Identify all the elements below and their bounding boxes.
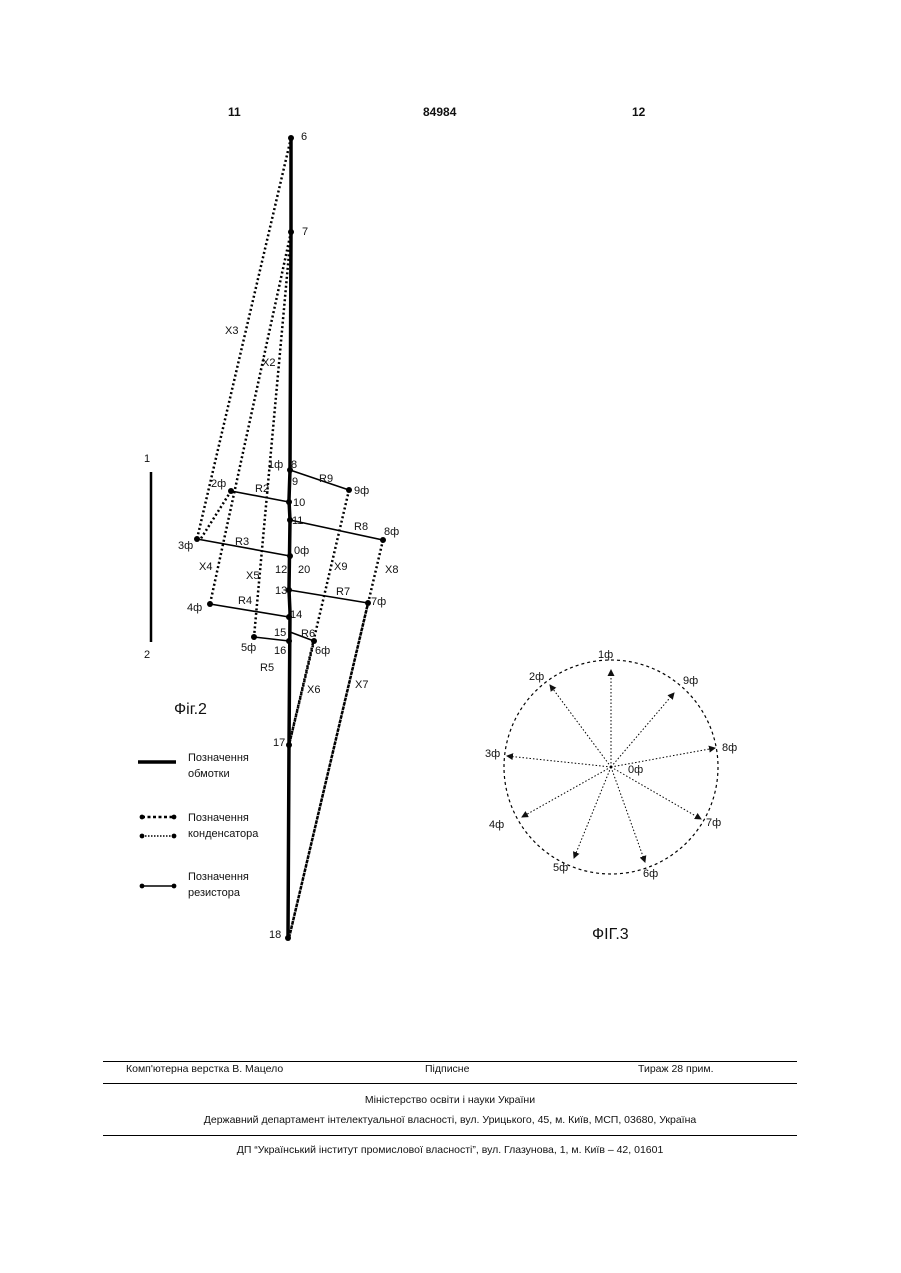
node-9-label: 9 — [292, 476, 298, 488]
legend-winding-label-2: обмотки — [188, 768, 230, 780]
fig3-phase-9-label: 9ф — [683, 675, 698, 687]
fig3-diagram: 0ф 1ф 2ф 9ф 3ф 8ф 4ф 7ф 5ф 6ф ФІГ.3 — [485, 649, 737, 943]
resistor-r4-label: R4 — [238, 595, 252, 607]
vector-2 — [550, 685, 611, 767]
phase-0-label: 0ф — [294, 545, 309, 557]
resistor-r9-label: R9 — [319, 473, 333, 485]
footer-rule-1 — [103, 1061, 797, 1062]
phase-7-label: 7ф — [371, 596, 386, 608]
resistor-r8-label: R8 — [354, 521, 368, 533]
scale-label-top: 1 — [144, 453, 150, 465]
capacitor-x4-label: X4 — [199, 561, 212, 573]
fig3-caption: ФІГ.3 — [592, 926, 629, 943]
fig3-phase-8-label: 8ф — [722, 742, 737, 754]
footer-circulation: Тираж 28 прим. — [638, 1063, 714, 1075]
legend-resistor-label-1: Позначення — [188, 871, 249, 883]
phase-1-label: 1ф — [268, 459, 283, 471]
phase-5-label: 5ф — [241, 642, 256, 654]
node-8-label: 8 — [291, 459, 297, 471]
footer-rule-3 — [103, 1135, 797, 1136]
fig2-caption: Фіг.2 — [174, 701, 207, 718]
fig3-phase-6-label: 6ф — [643, 868, 658, 880]
vector-9 — [611, 693, 674, 767]
resistor-r2-label: R2 — [255, 483, 269, 495]
phase-6-label: 6ф — [315, 645, 330, 657]
fig3-phase-1-label: 1ф — [598, 649, 613, 661]
legend-winding-label-1: Позначення — [188, 752, 249, 764]
legend-resistor-label-2: резистора — [188, 887, 241, 899]
node-14-label: 14 — [290, 609, 302, 621]
fig2-diagram: 1 2 — [138, 131, 399, 941]
fig3-phase-2-label: 2ф — [529, 671, 544, 683]
vector-5 — [574, 767, 611, 858]
node-12-label: 12 — [275, 564, 287, 576]
capacitor-x8-label: X8 — [385, 564, 398, 576]
footer-layout-credit: Комп'ютерна верстка В. Мацело — [126, 1063, 283, 1075]
node-18-label: 18 — [269, 929, 281, 941]
node-13-label: 13 — [275, 585, 287, 597]
capacitor-x7-label: X7 — [355, 679, 368, 691]
node-11-label: 11 — [292, 515, 303, 527]
legend-capacitor-label-2: конденсатора — [188, 828, 259, 840]
footer-signed: Підписне — [425, 1063, 469, 1075]
node-15-label: 15 — [274, 627, 286, 639]
resistor-r5-label: R5 — [260, 662, 274, 674]
vector-6 — [611, 767, 645, 862]
node-6-label: 6 — [301, 131, 307, 143]
fig3-center-label: 0ф — [628, 764, 643, 776]
phase-2-label: 2ф — [211, 478, 226, 490]
footer-ministry: Міністерство освіти і науки України — [103, 1094, 797, 1106]
vector-8 — [611, 748, 715, 767]
node-16-label: 16 — [274, 645, 286, 657]
phase-9-label: 9ф — [354, 485, 369, 497]
node-17-label: 17 — [273, 737, 285, 749]
capacitor-x5-line — [254, 232, 291, 637]
phase-3-label: 3ф — [178, 540, 193, 552]
resistor-r7-line — [289, 590, 368, 603]
capacitor-x3-label: X3 — [225, 325, 238, 337]
phase-4-label: 4ф — [187, 602, 202, 614]
node-10-label: 10 — [293, 497, 305, 509]
fig3-phase-4-label: 4ф — [489, 819, 504, 831]
capacitor-x6-label: X6 — [307, 684, 320, 696]
resistor-r8-line — [290, 520, 383, 540]
capacitor-x2-label: X2 — [262, 357, 275, 369]
phase-8-label: 8ф — [384, 526, 399, 538]
vector-3 — [507, 756, 611, 767]
resistor-r3-label: R3 — [235, 536, 249, 548]
footer-rule-2 — [103, 1083, 797, 1084]
fig3-phase-5-label: 5ф — [553, 862, 568, 874]
node-20-label: 20 — [298, 564, 310, 576]
legend: Позначення обмотки Позначення конденсато… — [138, 752, 259, 899]
legend-capacitor-label-1: Позначення — [188, 812, 249, 824]
node-7-label: 7 — [302, 226, 308, 238]
capacitor-x9-label: X9 — [334, 561, 347, 573]
phase-vectors — [507, 670, 715, 862]
winding-line — [288, 138, 291, 938]
footer-department: Державний департамент інтелектуальної вл… — [103, 1114, 797, 1126]
capacitor-x5-label: X5 — [246, 570, 259, 582]
fig3-phase-3-label: 3ф — [485, 748, 500, 760]
footer-institute: ДП “Український інститут промислової вла… — [103, 1144, 797, 1156]
resistor-r6-label: R6 — [301, 628, 315, 640]
resistor-r7-label: R7 — [336, 586, 350, 598]
vector-7 — [611, 767, 701, 819]
scale-label-bottom: 2 — [144, 649, 150, 661]
vector-4 — [522, 767, 611, 817]
fig3-phase-7-label: 7ф — [706, 817, 721, 829]
